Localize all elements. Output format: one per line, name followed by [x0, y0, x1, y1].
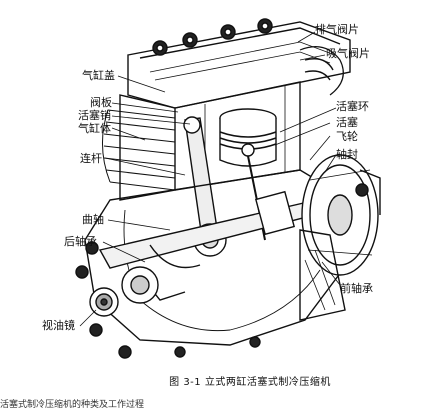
- figure-caption: 图 3-1 立式两缸活塞式制冷压缩机: [169, 377, 331, 388]
- label-cylinder-cover: 气缸盖: [82, 69, 115, 82]
- label-connecting-rod: 连杆: [80, 152, 102, 165]
- label-intake-valve: 吸气阀片: [326, 47, 370, 60]
- label-crankshaft: 曲轴: [82, 213, 104, 226]
- leader-lines: [79, 31, 341, 327]
- rear-bearing-area: [121, 266, 159, 304]
- label-exhaust-valve: 排气阀片: [315, 23, 359, 36]
- label-flywheel: 飞轮: [336, 130, 358, 143]
- label-cylinder-block: 气缸体: [78, 122, 111, 135]
- piston: [219, 108, 277, 167]
- label-valve-plate: 阀板: [90, 96, 112, 109]
- label-sight-glass: 视油镜: [42, 319, 75, 332]
- label-piston: 活塞: [336, 116, 358, 129]
- label-rear-bearing: 后轴承: [64, 235, 97, 248]
- cylinder-fins: [101, 109, 176, 191]
- label-front-bearing: 前轴承: [340, 282, 373, 295]
- cut-off-text-line: 活塞式制冷压缩机的种类及工作过程: [0, 400, 145, 409]
- label-piston-ring: 活塞环: [336, 100, 369, 113]
- flywheel: [301, 154, 381, 276]
- label-piston-pin: 活塞销: [78, 109, 111, 122]
- cylinder-cover: [127, 21, 351, 109]
- label-shaft-seal: 轴封: [336, 148, 358, 161]
- sight-glass-drawing: [89, 287, 119, 317]
